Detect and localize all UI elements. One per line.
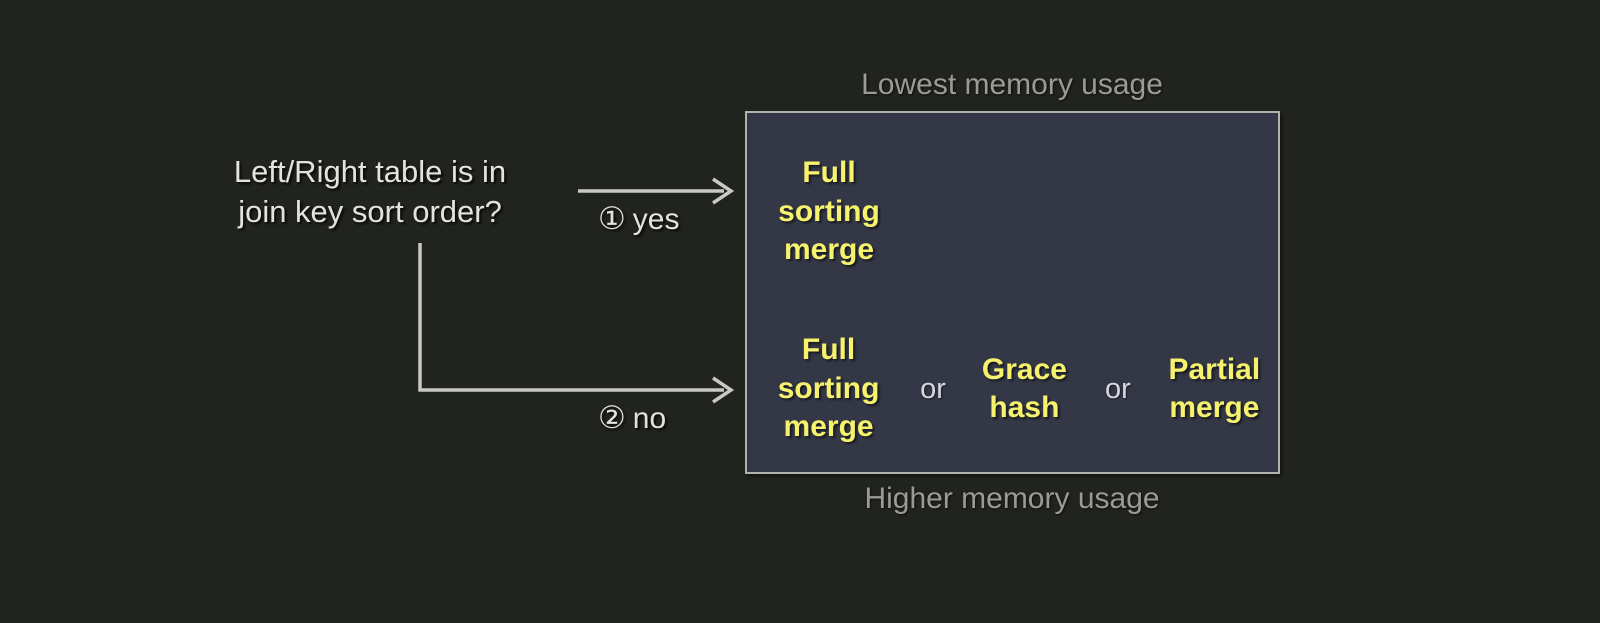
options-row-unsorted: Full sorting merge or Grace hash or Part…: [747, 319, 1278, 459]
arrow-yes-head: [712, 177, 735, 205]
options-row-sorted: Full sorting merge: [747, 137, 1278, 287]
option-grace-hash: Grace hash: [981, 352, 1067, 424]
option-partial-merge: Partial merge: [1168, 352, 1261, 424]
branch-text-yes: yes: [632, 203, 680, 236]
options-box: Full sorting merge Full sorting merge or…: [745, 111, 1280, 474]
caption-higher-memory: Higher memory usage: [864, 482, 1160, 515]
arrow-no-path: [418, 243, 724, 392]
arrow-no-head: [712, 376, 735, 404]
branch-marker-2: ②: [598, 400, 626, 435]
branch-marker-1: ①: [598, 201, 626, 236]
branch-text-no: no: [632, 402, 667, 435]
decision-question: Left/Right table is in join key sort ord…: [233, 154, 507, 229]
caption-lowest-memory: Lowest memory usage: [861, 68, 1163, 101]
option-full-sorting-merge-unsorted: Full sorting merge: [777, 333, 880, 444]
option-separator-1: or: [920, 372, 946, 405]
option-separator-2: or: [1105, 372, 1131, 405]
option-full-sorting-merge-sorted: Full sorting merge: [778, 156, 880, 267]
